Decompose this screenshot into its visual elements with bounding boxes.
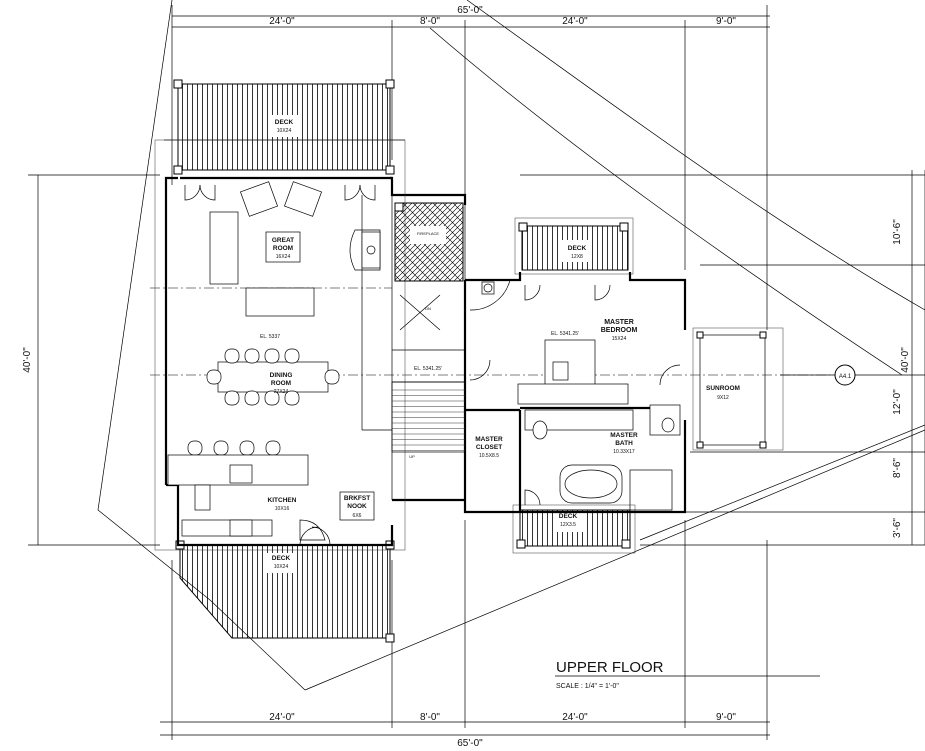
chair (213, 440, 229, 456)
chair (239, 440, 255, 456)
interior-walls (361, 195, 650, 512)
chair (206, 369, 222, 385)
sunroom-label: SUNROOM (706, 385, 740, 392)
door-swings (184, 184, 681, 546)
top-dimensions (171, 5, 770, 330)
elevation-stair: EL. 5341.25' (414, 366, 442, 372)
dim-bottom-3: 24'-0" (562, 712, 588, 723)
dim-bottom-1: 24'-0" (269, 712, 295, 723)
drawing-scale: SCALE : 1/4" = 1'-0" (556, 683, 619, 690)
dining-room-label-1: DINING (270, 372, 293, 379)
master-closet-label-2: CLOSET (476, 444, 502, 451)
property-lines (97, 0, 925, 691)
sunroom-size: 9X12 (717, 395, 729, 401)
chair (264, 390, 280, 406)
kitchen-size: 10X16 (275, 506, 290, 512)
chair (244, 348, 260, 364)
chair (284, 390, 300, 406)
dim-top-1: 24'-0" (269, 16, 295, 27)
drawing-title: UPPER FLOOR (556, 659, 664, 676)
title-block: UPPER FLOOR SCALE : 1/4" = 1'-0" (555, 659, 820, 690)
sunroom (692, 327, 784, 451)
dim-right-3: 8'-6" (892, 458, 903, 478)
deck-master (514, 217, 634, 275)
dimension-text: 65'-0" 24'-0" 8'-0" 24'-0" 9'-0" 24'-0" … (22, 5, 911, 749)
master-fixtures (481, 281, 681, 511)
left-dimension (28, 174, 160, 546)
fireplace-label: FIREPLACE (417, 231, 440, 236)
stair-up-label: UP (409, 454, 415, 459)
bottom-dimensions (160, 520, 770, 740)
exterior-walls (154, 139, 687, 551)
kitchen-label: KITCHEN (268, 497, 297, 504)
dim-overall-top: 65'-0" (457, 5, 483, 16)
dining-room-label-2: ROOM (271, 380, 291, 387)
elevation-main: EL. 5337 (260, 334, 280, 340)
master-bedroom-label-2: BEDROOM (601, 327, 638, 334)
deck-small (512, 504, 636, 554)
deck-master-label: DECK (568, 245, 587, 252)
great-room-label-2: ROOM (273, 245, 293, 252)
dim-top-2: 8'-0" (420, 16, 440, 27)
deck-bottom-size: 10X24 (274, 564, 289, 570)
dining-room-size: 27X24 (274, 389, 289, 395)
room-labels: DECK 10X24 GREAT ROOM 16X24 EL. 5337 DIN… (260, 119, 740, 570)
chair (284, 348, 300, 364)
dim-right-height: 40'-0" (900, 347, 911, 373)
chair (244, 390, 260, 406)
chair (265, 440, 281, 456)
nook-label-1: BRKFST (344, 495, 370, 502)
master-bedroom-size: 15X24 (612, 336, 627, 342)
nook-label-2: NOOK (347, 503, 367, 510)
master-closet-size: 10.5X8.5 (479, 453, 499, 459)
deck-small-size: 12X3.5 (560, 522, 576, 528)
deck-bottom-label: DECK (272, 555, 291, 562)
dim-bottom-2: 8'-0" (420, 712, 440, 723)
section-marker-label: A4.1 (839, 374, 852, 380)
dim-right-4: 3'-6" (892, 518, 903, 538)
elevation-master: EL. 5341.25' (551, 331, 579, 337)
deck-master-size: 12X8 (571, 254, 583, 260)
fireplace (349, 202, 464, 282)
master-bath-label-1: MASTER (610, 432, 638, 439)
deck-top-size: 10X24 (277, 128, 292, 134)
dim-right-1: 10'-6" (892, 219, 903, 245)
section-marker: A4.1 (834, 364, 856, 386)
dim-top-4: 9'-0" (716, 16, 736, 27)
dim-top-3: 24'-0" (562, 16, 588, 27)
master-closet-label-1: MASTER (475, 436, 503, 443)
master-bath-label-2: BATH (615, 440, 633, 447)
dim-left-height: 40'-0" (22, 347, 33, 373)
chair (264, 348, 280, 364)
great-room-label-1: GREAT (272, 237, 294, 244)
dim-bottom-4: 9'-0" (716, 712, 736, 723)
chair (224, 390, 240, 406)
master-bath-size: 10.33X17 (613, 449, 635, 455)
great-room-size: 16X24 (276, 254, 291, 260)
chair (187, 440, 203, 456)
chair (224, 348, 240, 364)
deck-top (164, 79, 405, 175)
nook-size: 6X6 (353, 513, 362, 519)
dim-overall-bottom: 65'-0" (457, 738, 483, 749)
stair-down-label: DN (425, 306, 431, 311)
deck-small-label: DECK (559, 513, 578, 520)
dim-right-2: 12'-0" (892, 389, 903, 415)
furniture (167, 181, 340, 541)
chair (324, 369, 340, 385)
right-dimensions (520, 170, 925, 546)
deck-top-label: DECK (275, 119, 294, 126)
master-bedroom-label-1: MASTER (604, 319, 634, 326)
stairs (391, 294, 466, 453)
